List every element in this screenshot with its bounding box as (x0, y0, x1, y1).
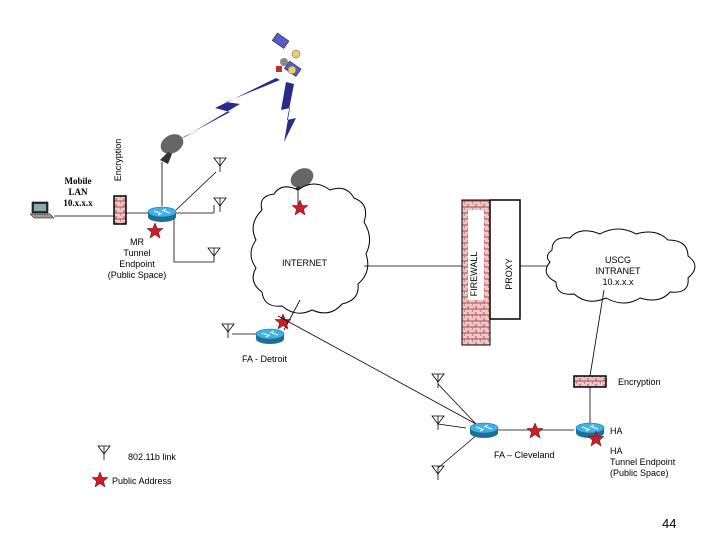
legend-public-address-label: Public Address (112, 476, 172, 486)
encryption-device-horizontal (573, 375, 607, 388)
antenna-icon (213, 157, 227, 173)
fa-cleveland-router-icon (469, 422, 499, 439)
public-address-star-icon (526, 422, 544, 439)
uscg-intranet-cloud (545, 228, 696, 304)
page-number: 44 (662, 516, 677, 531)
antenna-icon (213, 197, 227, 213)
satellite-icon (271, 32, 302, 77)
ha-tunnel-label: HA Tunnel Endpoint (Public Space) (610, 446, 676, 478)
mr-router-icon (147, 206, 177, 223)
encryption-label: Encryption (618, 377, 661, 387)
proxy-label: PROXY (504, 258, 514, 290)
legend-antenna-icon (97, 445, 111, 461)
antenna-icon (431, 415, 445, 431)
ha-router-icon (575, 422, 605, 439)
antenna-icon (207, 247, 221, 263)
antenna-icon (221, 323, 235, 339)
proxy-box (489, 199, 521, 320)
uscg-intranet-label: USCG INTRANET 10.x.x.x (595, 255, 641, 287)
wireless-link-bolt-right (281, 82, 296, 142)
firewall-label: FIREWALL (469, 251, 479, 297)
legend-link-label: 802.11b link (128, 452, 176, 462)
antenna-icon (431, 465, 445, 481)
mobile-lan-label: Mobile LAN 10.x.x.x (63, 176, 93, 208)
internet-cloud (250, 183, 370, 314)
fa-cleveland-label: FA – Cleveland (494, 450, 555, 460)
internet-label: INTERNET (282, 258, 327, 268)
encryption-vertical-label: Encryption (113, 138, 123, 182)
encryption-device-vertical (113, 195, 127, 225)
ha-label: HA (610, 426, 623, 436)
fa-detroit-router-icon (255, 328, 285, 345)
public-address-star-icon (146, 222, 164, 239)
antenna-icon (431, 373, 445, 389)
mr-tunnel-label: MR Tunnel Endpoint (Public Space) (107, 237, 167, 280)
fa-detroit-label: FA - Detroit (242, 354, 288, 364)
legend-star-icon (91, 471, 109, 488)
satellite-dish-left-icon (160, 134, 184, 164)
wireless-link-bolt-left (178, 78, 280, 140)
laptop-icon (29, 201, 55, 219)
